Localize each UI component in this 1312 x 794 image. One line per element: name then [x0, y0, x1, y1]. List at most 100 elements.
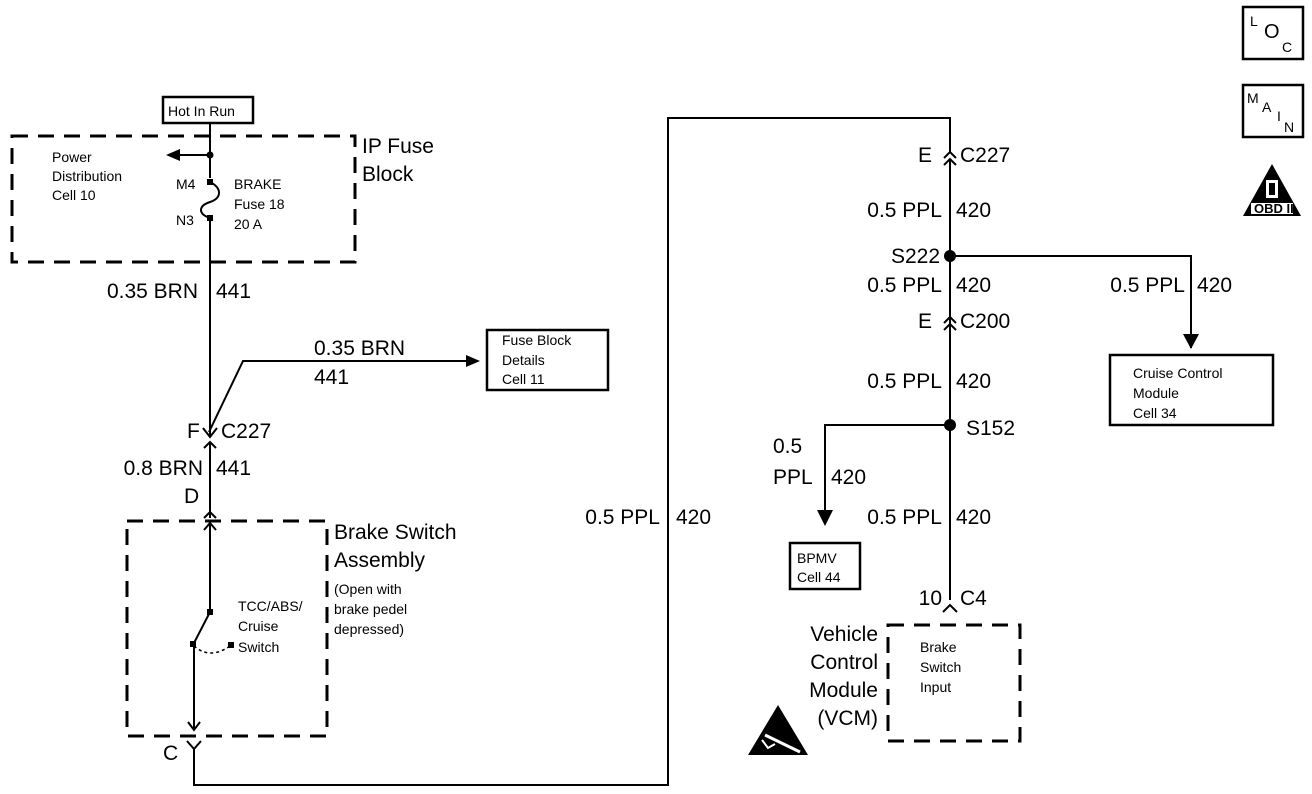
fuse-symbol — [200, 181, 220, 219]
switch-actuator-dashed — [193, 645, 231, 654]
vcm-outline — [886, 623, 1022, 743]
pin-m4: M4 — [176, 176, 196, 192]
arrow-cruise — [1183, 334, 1199, 349]
main-button[interactable]: M A I N — [1241, 83, 1305, 139]
connector-c200 — [943, 315, 957, 324]
connector-c4-label: C4 — [960, 587, 987, 610]
connector-c4 — [942, 603, 958, 613]
wire-color-label: 0.8 BRN — [124, 457, 203, 480]
wire-color-label: 0.5 — [773, 435, 802, 458]
brake-switch-assembly-outline — [125, 519, 329, 738]
fbd-line1: Fuse Block — [502, 332, 572, 348]
loc-letter-c: C — [1282, 39, 1292, 55]
connector-c227: C227 — [221, 420, 271, 443]
esd-warning-icon — [748, 705, 808, 755]
loc-letter-o: O — [1264, 21, 1280, 43]
wire-circuit-label: 420 — [1197, 274, 1232, 297]
connector-c227-right — [943, 150, 957, 159]
vcm-title: Vehicle — [810, 623, 878, 646]
connector-d — [203, 510, 217, 519]
wire-420-bpmv — [824, 424, 950, 522]
vcm-input-label-3: Input — [920, 679, 951, 695]
vcm-input-label-2: Switch — [920, 659, 961, 675]
connector-pin-d: D — [184, 485, 199, 508]
fuse-name: BRAKE — [234, 176, 281, 192]
fbd-line2: Details — [502, 352, 545, 368]
svg-text:Hot In Run: Hot In Run — [168, 103, 235, 119]
wire-color-label: 0.35 BRN — [107, 280, 198, 303]
obd-ii-label: OBD II — [1254, 201, 1294, 216]
ip-fuse-block-title: IP Fuse — [362, 135, 434, 158]
splice-s152: S152 — [966, 417, 1015, 440]
ccm-line3: Cell 34 — [1133, 405, 1177, 421]
bpmv-link[interactable]: BPMV Cell 44 — [788, 541, 862, 591]
vcm-title-2: Control — [810, 651, 878, 674]
wire-circuit-label: 420 — [956, 506, 991, 529]
wire-420-cruise — [950, 255, 1192, 348]
wire-color-label: 0.5 PPL — [867, 199, 942, 222]
wire-circuit-label: 441 — [216, 280, 251, 303]
fbd-line3: Cell 11 — [502, 371, 545, 387]
switch-label-3: Switch — [238, 639, 279, 655]
wire-color-label: 0.5 PPL — [867, 506, 942, 529]
loc-button[interactable]: L O C — [1241, 5, 1305, 61]
main-letter-i: I — [1277, 108, 1281, 124]
power-dist-cell[interactable]: Cell 10 — [52, 187, 96, 203]
wire-circuit-label: 420 — [956, 199, 991, 222]
switch-label-2: Cruise — [238, 618, 279, 634]
connector-pin-e: E — [918, 310, 932, 333]
connector-pin-e: E — [918, 144, 932, 167]
power-dist-label: Power — [52, 149, 92, 165]
connector-c200-label: C200 — [960, 310, 1010, 333]
obd-ii-icon[interactable]: OBD II — [1243, 164, 1301, 216]
vcm-title-3: Module — [809, 679, 878, 702]
wire-color-label-2: PPL — [773, 466, 813, 489]
brake-switch-note-3: depressed) — [334, 621, 404, 637]
fuse-rating: 20 A — [234, 216, 263, 232]
switch-blade — [193, 611, 211, 644]
bpmv-line2: Cell 44 — [797, 569, 841, 585]
connector-c227-right-label: C227 — [960, 144, 1010, 167]
wire-circuit-label: 420 — [956, 274, 991, 297]
pin-n3: N3 — [176, 212, 194, 228]
ccm-line2: Module — [1133, 385, 1179, 401]
connector-c200-2 — [943, 322, 957, 331]
vcm-title-4: (VCM) — [817, 707, 878, 730]
loc-letter-l: L — [1250, 13, 1258, 29]
connector-pin-c: C — [163, 742, 178, 765]
wire-circuit-label: 420 — [676, 506, 711, 529]
wire-color-label: 0.5 PPL — [1110, 274, 1185, 297]
arrow-down — [187, 721, 201, 732]
brake-switch-title-2: Assembly — [334, 549, 426, 572]
wire-color-label: 0.5 PPL — [867, 274, 942, 297]
switch-contact-alt — [228, 642, 234, 648]
connector-c — [186, 740, 202, 751]
fuse-block-details-link[interactable]: Fuse Block Details Cell 11 — [485, 328, 610, 392]
wire-circuit-label: 420 — [956, 370, 991, 393]
c227-f-arrow — [202, 427, 218, 439]
ip-fuse-block-title-2: Block — [362, 163, 414, 186]
wire-circuit-label: 441 — [314, 366, 349, 389]
wire-420-loop — [193, 117, 951, 786]
main-letter-n: N — [1284, 119, 1294, 135]
switch-label: TCC/ABS/ — [238, 598, 303, 614]
hot-in-run-label: Hot In Run — [161, 95, 255, 125]
vcm-input-label: Brake — [920, 639, 957, 655]
bpmv-line1: BPMV — [797, 550, 837, 566]
ip-fuse-block-outline — [10, 134, 357, 264]
brake-switch-note: (Open with — [334, 581, 402, 597]
brake-switch-title: Brake Switch — [334, 521, 457, 544]
connector-pin: F — [187, 420, 200, 443]
wire-color-label: 0.5 PPL — [585, 506, 660, 529]
connector-pin-10: 10 — [919, 587, 942, 610]
wire-441-branch — [208, 355, 480, 433]
main-letter-a: A — [1262, 99, 1272, 115]
wire-circuit-label: 441 — [216, 457, 251, 480]
splice-s222: S222 — [891, 245, 940, 268]
cruise-control-module-link[interactable]: Cruise Control Module Cell 34 — [1108, 353, 1275, 427]
main-letter-m: M — [1247, 90, 1259, 106]
arrow-bpmv — [817, 510, 833, 526]
ccm-line1: Cruise Control — [1133, 365, 1222, 381]
wire-color-label: 0.35 BRN — [314, 337, 405, 360]
